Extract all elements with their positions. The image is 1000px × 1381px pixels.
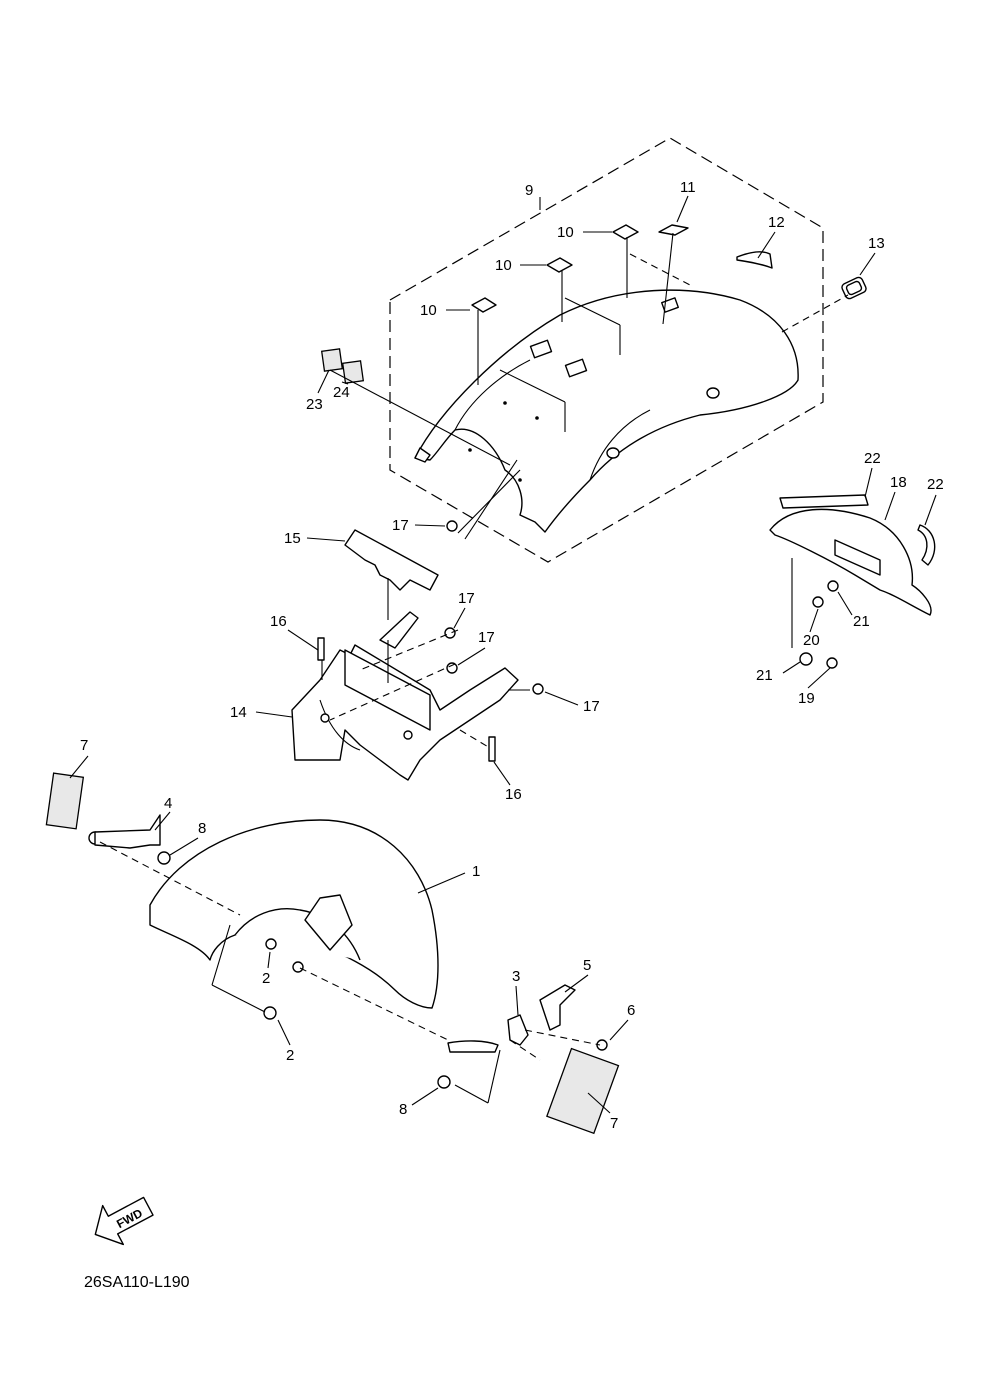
callout-3: 3 xyxy=(512,968,520,985)
callout-23: 23 xyxy=(306,396,323,413)
front-fender xyxy=(149,819,439,1009)
callout-12: 12 xyxy=(768,214,785,231)
callout-17a: 17 xyxy=(392,517,409,534)
diagram-code: 26SA110-L190 xyxy=(84,1274,190,1291)
plate xyxy=(344,529,439,591)
callout-20: 20 xyxy=(803,632,820,649)
callout-17c: 17 xyxy=(478,629,495,646)
bolts-2 xyxy=(263,938,277,1020)
callout-8: 8 xyxy=(198,820,206,837)
callout-2b: 2 xyxy=(286,1047,294,1064)
callout-6: 6 xyxy=(627,1002,635,1019)
reflectors-23-24 xyxy=(320,348,365,384)
callout-14: 14 xyxy=(230,704,247,721)
callout-13: 13 xyxy=(868,235,885,252)
plate-bracket xyxy=(291,611,519,781)
callout-22b: 22 xyxy=(927,476,944,493)
callout-21b: 21 xyxy=(756,667,773,684)
callout-17d: 17 xyxy=(583,698,600,715)
leader-lines xyxy=(99,232,849,1104)
callout-numbers: 1 2 2 3 4 5 6 7 7 8 8 9 10 10 10 11 12 1… xyxy=(80,179,944,1132)
callout-10b: 10 xyxy=(495,257,512,274)
screws-17 xyxy=(444,520,544,695)
fwd-arrow-icon: FWD xyxy=(94,1196,154,1246)
callout-8b: 8 xyxy=(399,1101,407,1118)
callout-10a: 10 xyxy=(557,224,574,241)
callout-21a: 21 xyxy=(853,613,870,630)
callout-10c: 10 xyxy=(420,302,437,319)
callout-2: 2 xyxy=(262,970,270,987)
callout-18: 18 xyxy=(890,474,907,491)
callout-22a: 22 xyxy=(864,450,881,467)
callout-5: 5 xyxy=(583,957,591,974)
callout-11: 11 xyxy=(680,179,696,196)
damper-left xyxy=(317,637,325,661)
grommet xyxy=(841,276,867,300)
reflector-front-right xyxy=(437,984,620,1135)
callout-7: 7 xyxy=(80,737,88,754)
tail-light-assembly xyxy=(769,494,936,669)
callout-4: 4 xyxy=(164,795,172,812)
callout-7b: 7 xyxy=(610,1115,618,1132)
callout-16a: 16 xyxy=(270,613,287,630)
callout-24: 24 xyxy=(333,384,350,401)
assembly-9-outline xyxy=(389,137,824,563)
callout-16b: 16 xyxy=(505,786,522,803)
callout-1: 1 xyxy=(472,863,480,880)
rear-fender xyxy=(414,289,799,533)
reflector-front-left xyxy=(45,772,171,865)
callout-ticks xyxy=(69,195,937,1114)
callout-15: 15 xyxy=(284,530,301,547)
callout-17b: 17 xyxy=(458,590,475,607)
callout-19: 19 xyxy=(798,690,815,707)
damper-right xyxy=(488,736,496,762)
callout-9: 9 xyxy=(525,182,533,199)
label-stickers xyxy=(471,224,773,313)
